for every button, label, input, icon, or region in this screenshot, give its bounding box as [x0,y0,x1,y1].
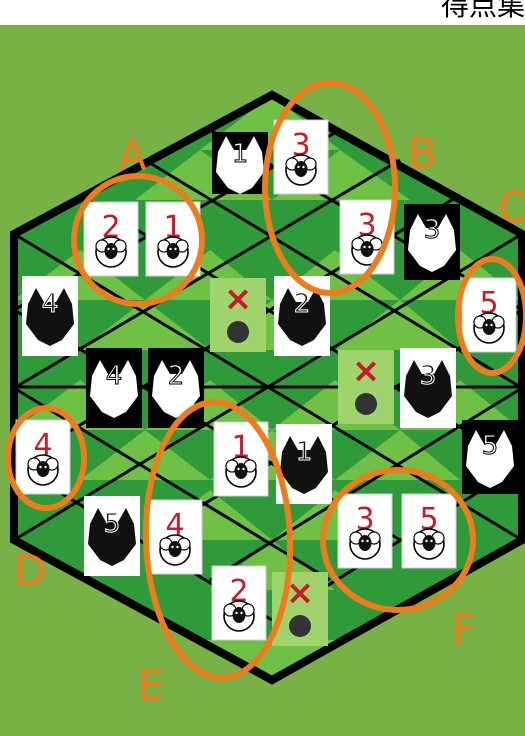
region-label-b: B [408,129,437,178]
sheep-icon [414,529,444,559]
blocked-tile[interactable]: × [210,278,266,352]
wolf-card-value: 3 [424,215,441,245]
sheep-icon [226,457,256,487]
cross-icon: × [352,351,381,391]
wolf-card[interactable]: 1 [212,132,268,194]
sheep-card[interactable]: 3 [274,120,328,194]
sheep-card[interactable]: 5 [402,494,456,568]
stone-icon [227,321,249,343]
sheep-icon [28,455,58,485]
wolf-card[interactable]: 5 [84,496,140,576]
wolf-card-value: 1 [296,437,313,467]
region-label-e: E [138,661,165,710]
region-label-d: D [14,546,46,595]
wolf-card-value: 4 [106,361,123,391]
wolf-card-value: 2 [168,361,185,391]
sheep-card[interactable]: 2 [212,566,266,640]
sheep-card[interactable]: 3 [338,494,392,568]
wolf-card[interactable]: 4 [22,276,78,356]
region-label-a: A [118,131,147,180]
region-label-c: C [498,183,525,232]
sheep-icon [96,237,126,267]
wolf-card[interactable]: 2 [148,348,204,428]
region-label-f: F [452,605,476,654]
sheep-card[interactable]: 5 [462,278,516,352]
sheep-card[interactable]: 1 [146,202,200,276]
wolf-card-value: 5 [482,431,499,461]
sheep-icon [474,313,504,343]
sheep-card[interactable]: 2 [84,202,138,276]
wolf-card-value: 3 [420,361,437,391]
sheep-icon [158,237,188,267]
sheep-icon [286,155,316,185]
wolf-card[interactable]: 2 [274,276,330,356]
wolf-card[interactable]: 4 [86,348,142,428]
wolf-card[interactable]: 3 [404,204,460,280]
sheep-card[interactable]: 4 [148,500,202,574]
wolf-card-value: 1 [232,139,249,169]
wolf-card-value: 2 [294,289,311,319]
stone-icon [289,615,311,637]
wolf-card-value: 4 [42,289,59,319]
wolf-card[interactable]: 5 [462,420,518,494]
sheep-icon [350,529,380,559]
blocked-tile[interactable]: × [338,350,394,424]
sheep-card[interactable]: 4 [16,420,70,494]
stone-icon [355,393,377,415]
wolf-card[interactable]: 3 [400,348,456,428]
sheep-icon [224,601,254,631]
cross-icon: × [224,279,253,319]
wolf-card-value: 5 [104,509,121,539]
sheep-icon [160,535,190,565]
